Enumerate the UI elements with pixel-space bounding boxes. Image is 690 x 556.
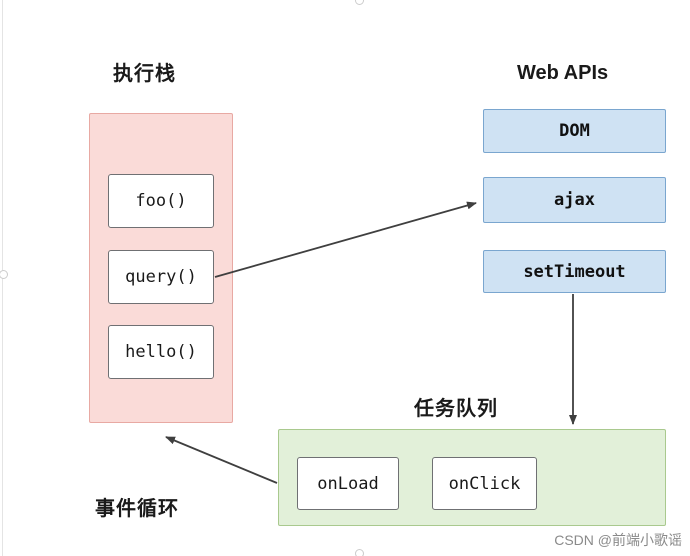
call-stack-title: 执行栈 xyxy=(113,63,176,85)
arrow-queue-to-stack xyxy=(165,436,278,484)
web-apis-title: Web APIs xyxy=(517,62,609,84)
web-api-ajax[interactable]: ajax xyxy=(483,177,666,223)
task-queue-item-onload[interactable]: onLoad xyxy=(297,457,399,510)
stack-frame-hello[interactable]: hello() xyxy=(108,325,214,379)
stack-frame-foo[interactable]: foo() xyxy=(108,174,214,228)
task-queue-item-onclick[interactable]: onClick xyxy=(432,457,537,510)
web-api-settimeout[interactable]: setTimeout xyxy=(483,250,666,293)
arrow-query-to-ajax xyxy=(214,201,477,278)
stack-frame-query[interactable]: query() xyxy=(108,250,214,304)
page-handle-dot-bottom xyxy=(355,549,364,556)
task-queue-title: 任务队列 xyxy=(414,398,498,420)
web-api-dom[interactable]: DOM xyxy=(483,109,666,153)
event-loop-title: 事件循环 xyxy=(95,498,179,520)
page-handle-dot-top xyxy=(355,0,364,5)
watermark: CSDN @前端小歌谣 xyxy=(554,532,682,548)
page-handle-dot-left xyxy=(0,270,8,279)
